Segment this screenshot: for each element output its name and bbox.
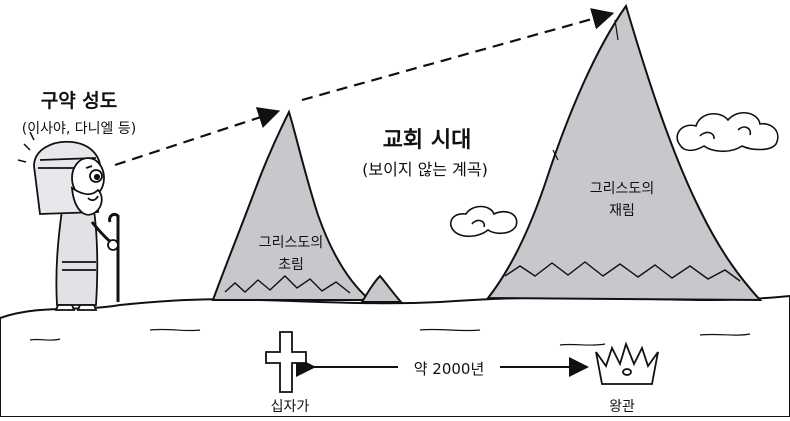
crown-label: 왕관: [609, 399, 635, 415]
prophets-subtitle: (이사야, 다니엘 등): [21, 121, 137, 137]
prophecy-arrow-second: [301, 8, 615, 102]
timespan-label: 약 2000년: [398, 358, 500, 379]
first-coming-mountain: [211, 109, 373, 301]
cloud-right: [676, 112, 779, 153]
prophet-figure: [17, 131, 120, 311]
cloud-middle: [450, 205, 518, 238]
second-coming-label-line2: 재림: [609, 203, 635, 219]
second-coming-label-line1: 그리스도의: [589, 181, 655, 197]
second-coming-mountain: [485, 3, 763, 302]
ground: [0, 294, 790, 418]
cross-icon: [265, 331, 307, 393]
crown-icon: [595, 341, 659, 385]
small-peak: [360, 274, 404, 303]
first-coming-label-line2: 초림: [278, 257, 304, 273]
prophets-title: 구약 성도: [40, 90, 118, 112]
cross-label: 십자가: [270, 399, 310, 415]
prophecy-arrow-first: [114, 107, 281, 167]
ground-texture: [29, 328, 751, 346]
church-age-subtitle: (보이지 않는 계곡): [362, 160, 488, 179]
church-age-title: 교회 시대: [382, 128, 472, 153]
first-coming-label-line1: 그리스도의: [258, 235, 324, 251]
